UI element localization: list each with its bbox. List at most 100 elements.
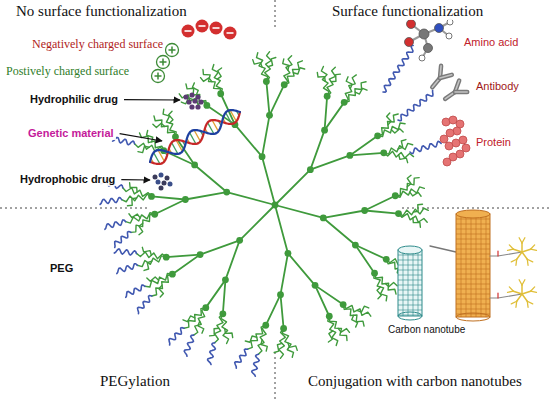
- branch-point: [392, 192, 399, 199]
- branch-point: [326, 313, 333, 320]
- antibody-symbol: [441, 81, 467, 105]
- peg-label: PEG: [48, 262, 75, 275]
- carbon-nanotube: [456, 304, 490, 305]
- conjugated-dendron: [527, 301, 529, 307]
- branch-point: [324, 93, 331, 100]
- conjugated-dendron: [497, 251, 498, 256]
- branch-point: [151, 211, 158, 218]
- branch-point: [203, 102, 210, 109]
- cargo-label: Genetic material: [26, 127, 116, 140]
- dendrimer-branches: [153, 123, 165, 127]
- leader-arrow: [120, 100, 180, 180]
- carbon-nanotube: [398, 250, 422, 316]
- dendrimer-branches: [200, 240, 240, 254]
- antibody-symbol: [455, 86, 467, 97]
- carbon-nanotube: [398, 305, 422, 306]
- branch-point: [320, 215, 327, 222]
- branch-point: [395, 210, 402, 217]
- peg-linker: [410, 141, 441, 153]
- hydrophilic-drug: [195, 104, 200, 109]
- cargo-label: Hydrophilic drug: [28, 93, 120, 106]
- conjugated-dendron: [522, 280, 525, 285]
- hydrophobic-drug: [162, 181, 167, 186]
- dendrimer-branches: [275, 205, 288, 253]
- dendrimer-branches: [310, 130, 324, 170]
- dna-helix: [154, 153, 160, 164]
- dendrimer-branches: [225, 240, 239, 280]
- hydrophobic-drug: [153, 173, 173, 191]
- conjugated-dendron: [517, 252, 522, 259]
- antibody-symbol: [440, 70, 452, 82]
- branch-point: [321, 127, 328, 134]
- carbon-nanotube: [456, 219, 490, 220]
- amino-acid-molecule: [435, 24, 444, 33]
- dendrimer-branches: [172, 255, 200, 275]
- negative-charge: [210, 22, 223, 35]
- carbon-nanotube: [456, 234, 490, 235]
- branch-point: [191, 162, 198, 169]
- dendrimer-branches: [169, 111, 173, 123]
- branch-point: [361, 207, 368, 214]
- conjugated-dendron: [531, 291, 537, 292]
- dendrimer-branches: [144, 261, 152, 270]
- conjugated-dendron: [508, 291, 514, 292]
- dendrimer-branches: [126, 213, 155, 223]
- carbon-nanotube: [481, 214, 482, 317]
- dendrimer-branches: [350, 153, 384, 156]
- dendrimer-branches: [212, 65, 222, 94]
- dendrimer-branches: [355, 88, 367, 94]
- dendrimer-branches: [183, 316, 195, 322]
- dendrimer-branches: [261, 340, 267, 351]
- branch-point: [340, 301, 347, 308]
- negative-charge: [182, 20, 237, 40]
- dendrimer-branches: [413, 204, 422, 212]
- dendrimer-branches: [240, 205, 275, 240]
- ligand-label: Amino acid: [462, 36, 520, 49]
- dendrimer-branches: [130, 183, 138, 192]
- positive-charge: [160, 59, 167, 66]
- carbon-nanotube: [456, 210, 490, 218]
- dendrimer-branches: [262, 157, 275, 205]
- dendrimer-branches: [201, 78, 212, 82]
- dendrimer-branches: [235, 125, 262, 157]
- dendrimer-branches: [310, 155, 350, 169]
- peg-chain: [184, 335, 193, 356]
- branch-point: [374, 132, 381, 139]
- dendrimer-branches: [253, 60, 262, 68]
- dendrimer-branches: [355, 245, 374, 273]
- dendrimer-branches: [245, 336, 256, 342]
- dna-helix: [190, 133, 196, 144]
- branch-point: [371, 270, 378, 277]
- carbon-nanotube: [466, 214, 467, 317]
- hydrophilic-drug: [183, 94, 188, 99]
- conjugated-dendron: [531, 287, 535, 291]
- branch-point: [236, 237, 243, 244]
- dendrimer-branches: [166, 255, 200, 258]
- carbon-nanotube: [398, 275, 422, 276]
- protein-chain: [459, 136, 467, 144]
- conjugated-dendron: [511, 259, 516, 262]
- dendrimer-branches: [268, 57, 276, 66]
- antibody-symbol: [427, 66, 467, 105]
- branch-point: [263, 78, 270, 85]
- dendrimer-branches: [346, 77, 352, 89]
- dendrimer-branches: [152, 196, 186, 199]
- carbon-nanotube: [456, 294, 490, 295]
- dendrimer-branches: [317, 72, 325, 81]
- quadrant-heading: Surface functionalization: [330, 2, 485, 20]
- dna-helix: [176, 140, 182, 151]
- dendrimer-branches: [195, 165, 227, 192]
- dendrimer-branches: [293, 68, 304, 74]
- conjugated-dendron: [527, 259, 529, 265]
- dna-helix: [172, 143, 178, 154]
- quadrant-divider: [275, 0, 276, 30]
- conjugated-dendron: [522, 294, 527, 301]
- dendrimer-branches: [328, 331, 332, 342]
- dendrimer-branches: [315, 285, 329, 316]
- hydrophilic-drug: [198, 99, 203, 104]
- conjugated-dendron: [522, 252, 527, 259]
- conjugated-dendron: [511, 301, 516, 304]
- carbon-nanotube: [456, 309, 490, 310]
- hydrophilic-drug: [186, 99, 191, 104]
